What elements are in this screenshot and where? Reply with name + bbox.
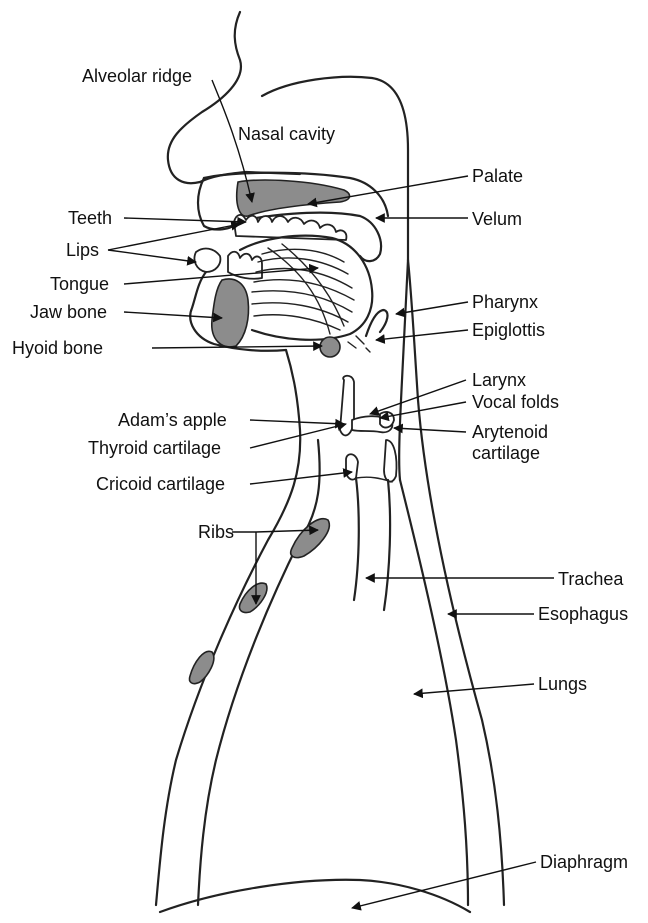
label-ribs: Ribs [198, 522, 234, 542]
anatomy-drawing [156, 12, 504, 912]
leader-jaw-bone [124, 312, 222, 318]
label-epiglottis: Epiglottis [472, 320, 545, 340]
inner-chest-wall [198, 440, 320, 905]
label-teeth: Teeth [68, 208, 112, 228]
jaw-bone [212, 279, 249, 347]
label-thyroid-cartilage: Thyroid cartilage [88, 438, 221, 458]
rib-1 [291, 519, 330, 558]
front-neck-outline [156, 350, 300, 905]
head-profile-outline [168, 12, 300, 183]
tongue-muscle-lines [252, 244, 354, 334]
leader-vocal-folds [380, 402, 466, 418]
label-alveolar-ridge: Alveolar ridge [82, 66, 192, 86]
pharynx-wall [399, 260, 408, 480]
label-arytenoid-line2: cartilage [472, 443, 540, 463]
label-tongue: Tongue [50, 274, 109, 294]
leader-lines [108, 80, 554, 908]
label-trachea: Trachea [558, 569, 624, 589]
label-lips: Lips [66, 240, 99, 260]
leader-lips-upper [108, 224, 240, 250]
label-vocal-folds: Vocal folds [472, 392, 559, 412]
label-cricoid-cartilage: Cricoid cartilage [96, 474, 225, 494]
arytenoid-cartilage [380, 412, 394, 427]
label-nasal-cavity: Nasal cavity [238, 124, 335, 144]
leader-lips-lower [108, 250, 196, 262]
leader-thyroid-cartilage [250, 424, 346, 448]
trachea-back [384, 480, 390, 610]
cricoid-ring [384, 440, 397, 482]
label-velum: Velum [472, 209, 522, 229]
label-diaphragm: Diaphragm [540, 852, 628, 872]
back-outline [408, 260, 504, 905]
label-palate: Palate [472, 166, 523, 186]
label-lungs: Lungs [538, 674, 587, 694]
label-hyoid-bone: Hyoid bone [12, 338, 103, 358]
leader-cricoid-cartilage [250, 472, 352, 484]
hyoid-bone [320, 337, 340, 357]
label-arytenoid-line1: Arytenoid [472, 422, 548, 442]
label-esophagus: Esophagus [538, 604, 628, 624]
lower-lip [194, 249, 220, 272]
leader-diaphragm [352, 862, 536, 908]
leader-epiglottis [376, 330, 468, 340]
label-jaw-bone: Jaw bone [30, 302, 107, 322]
leader-teeth [124, 218, 246, 222]
leader-arytenoid [394, 428, 466, 432]
diaphragm-curve [160, 880, 470, 912]
rib-3 [189, 651, 213, 683]
label-pharynx: Pharynx [472, 292, 538, 312]
label-adams-apple: Adam’s apple [118, 410, 227, 430]
trachea-front [354, 478, 359, 600]
label-larynx: Larynx [472, 370, 526, 390]
cricoid-cartilage [346, 454, 358, 479]
leader-hyoid-bone [152, 346, 322, 348]
palate-region [237, 180, 350, 216]
epiglottis-marks [348, 336, 370, 352]
leader-adams-apple [250, 420, 344, 424]
